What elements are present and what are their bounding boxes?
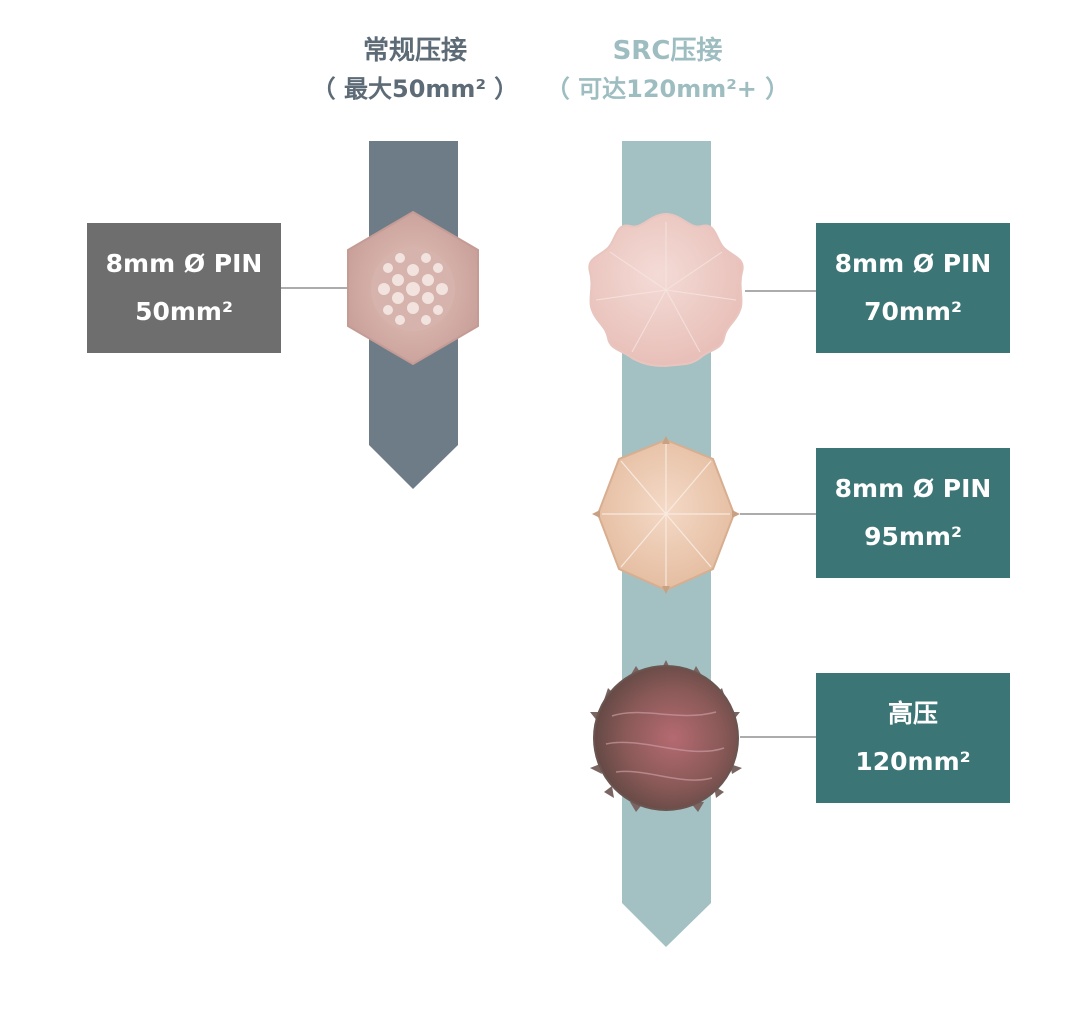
src-crimp-title: SRC压接 <box>612 36 723 66</box>
src-crimp-subtitle: （ 可达120mm²+ ） <box>545 75 790 103</box>
src-crimp-header: SRC压接 （ 可达120mm²+ ） <box>540 32 795 108</box>
label-high-voltage: 高压 <box>887 699 938 728</box>
label-pin-size: 8mm Ø PIN <box>834 249 992 278</box>
hex-crimp-cross-section-image <box>347 210 479 366</box>
label-cross-section: 95mm² <box>864 522 962 551</box>
src-70-cross-section-image <box>588 212 744 368</box>
conventional-crimp-header: 常规压接 （ 最大50mm² ） <box>290 32 540 108</box>
conventional-crimp-subtitle: （ 最大50mm² ） <box>311 75 519 103</box>
conventional-crimp-title: 常规压接 <box>362 36 467 66</box>
label-pin-size: 8mm Ø PIN <box>834 474 992 503</box>
label-box-src-120: 高压 120mm² <box>816 673 1010 803</box>
label-box-src-70: 8mm Ø PIN 70mm² <box>816 223 1010 353</box>
label-cross-section: 50mm² <box>135 297 233 326</box>
label-cross-section: 120mm² <box>855 747 971 776</box>
src-120-cross-section-image <box>590 660 742 812</box>
label-box-src-95: 8mm Ø PIN 95mm² <box>816 448 1010 578</box>
src-95-cross-section-image <box>592 436 740 594</box>
label-pin-size: 8mm Ø PIN <box>105 249 263 278</box>
label-box-conventional-50: 8mm Ø PIN 50mm² <box>87 223 281 353</box>
label-cross-section: 70mm² <box>864 297 962 326</box>
